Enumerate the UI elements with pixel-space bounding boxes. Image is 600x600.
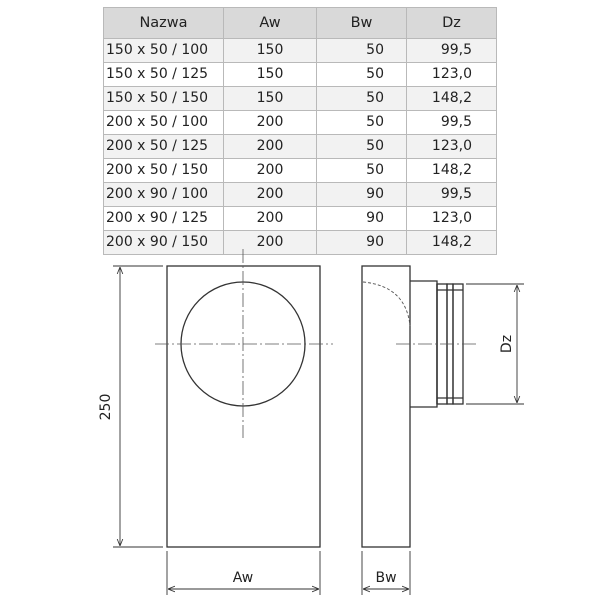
width-label: Aw <box>233 570 253 586</box>
cell-bw: 90 <box>316 206 407 231</box>
side-view <box>361 265 464 548</box>
cell-nazwa: 200 x 50 / 125 <box>103 134 224 159</box>
cell-aw: 200 <box>223 206 317 231</box>
cell-aw: 150 <box>223 38 317 63</box>
diameter-dimension <box>466 283 524 405</box>
cell-nazwa: 200 x 90 / 150 <box>103 230 224 255</box>
depth-dimension <box>361 551 411 595</box>
front-view <box>166 265 321 548</box>
cell-aw: 200 <box>223 182 317 207</box>
cell-nazwa: 200 x 50 / 150 <box>103 158 224 183</box>
table-row: 200 x 50 / 150 200 50 148,2 <box>103 158 497 183</box>
cell-nazwa: 200 x 90 / 125 <box>103 206 224 231</box>
cell-aw: 200 <box>223 158 317 183</box>
header-nazwa: Nazwa <box>103 7 224 39</box>
width-dimension <box>166 551 321 595</box>
table-header-row: Nazwa Aw Bw Dz <box>103 7 497 39</box>
cell-bw: 50 <box>316 38 407 63</box>
table-row: 200 x 90 / 125 200 90 123,0 <box>103 206 497 231</box>
cell-aw: 150 <box>223 86 317 111</box>
table-row: 200 x 90 / 150 200 90 148,2 <box>103 230 497 255</box>
cell-dz: 148,2 <box>406 86 497 111</box>
front-view-centerlines <box>155 249 333 438</box>
cell-bw: 50 <box>316 158 407 183</box>
cell-nazwa: 150 x 50 / 125 <box>103 62 224 87</box>
cell-nazwa: 150 x 50 / 150 <box>103 86 224 111</box>
cell-aw: 200 <box>223 230 317 255</box>
cell-dz: 148,2 <box>406 230 497 255</box>
cell-dz: 99,5 <box>406 110 497 135</box>
table-row: 150 x 50 / 100 150 50 99,5 <box>103 38 497 63</box>
table-row: 150 x 50 / 150 150 50 148,2 <box>103 86 497 111</box>
side-view-body <box>361 265 411 548</box>
cell-dz: 99,5 <box>406 182 497 207</box>
depth-label: Bw <box>375 570 396 586</box>
cell-aw: 200 <box>223 134 317 159</box>
cell-dz: 123,0 <box>406 134 497 159</box>
cell-dz: 99,5 <box>406 38 497 63</box>
table-row: 150 x 50 / 125 150 50 123,0 <box>103 62 497 87</box>
front-view-plate <box>166 265 321 548</box>
cell-bw: 50 <box>316 134 407 159</box>
cell-aw: 200 <box>223 110 317 135</box>
header-dz: Dz <box>406 7 497 39</box>
table-row: 200 x 90 / 100 200 90 99,5 <box>103 182 497 207</box>
cell-nazwa: 150 x 50 / 100 <box>103 38 224 63</box>
cell-bw: 50 <box>316 110 407 135</box>
cell-bw: 50 <box>316 86 407 111</box>
cell-bw: 90 <box>316 230 407 255</box>
cell-aw: 150 <box>223 62 317 87</box>
diameter-label: Dz <box>499 335 515 353</box>
height-label: 250 <box>98 394 114 421</box>
table-row: 200 x 50 / 125 200 50 123,0 <box>103 134 497 159</box>
dimensions-table: Nazwa Aw Bw Dz 150 x 50 / 100 150 50 99,… <box>103 7 497 255</box>
cell-bw: 50 <box>316 62 407 87</box>
cell-bw: 90 <box>316 182 407 207</box>
height-dimension <box>113 265 163 548</box>
internal-elbow-hidden-line <box>362 281 411 327</box>
